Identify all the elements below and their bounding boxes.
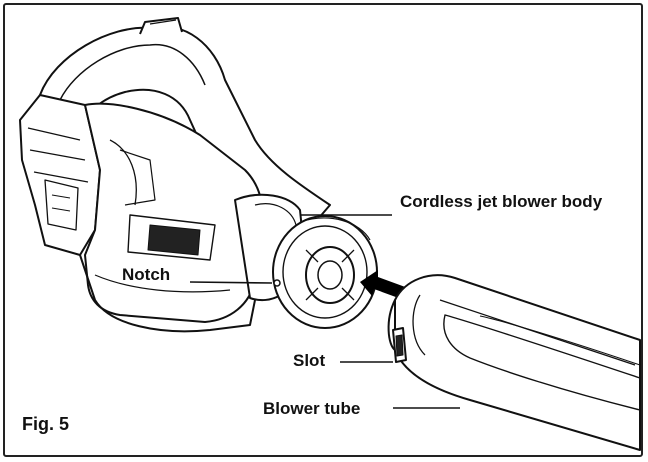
notch-callout-label: Notch bbox=[122, 265, 171, 284]
tube-callout-label: Blower tube bbox=[263, 399, 361, 418]
slot-callout-label: Slot bbox=[293, 351, 326, 370]
figure-caption: Fig. 5 bbox=[22, 414, 70, 434]
blower-body-drawing bbox=[19, 17, 378, 333]
notch-leader-line bbox=[189, 281, 273, 284]
body-callout-label: Cordless jet blower body bbox=[400, 192, 603, 211]
insert-arrow-icon bbox=[360, 270, 408, 300]
blower-tube-drawing bbox=[387, 274, 641, 451]
